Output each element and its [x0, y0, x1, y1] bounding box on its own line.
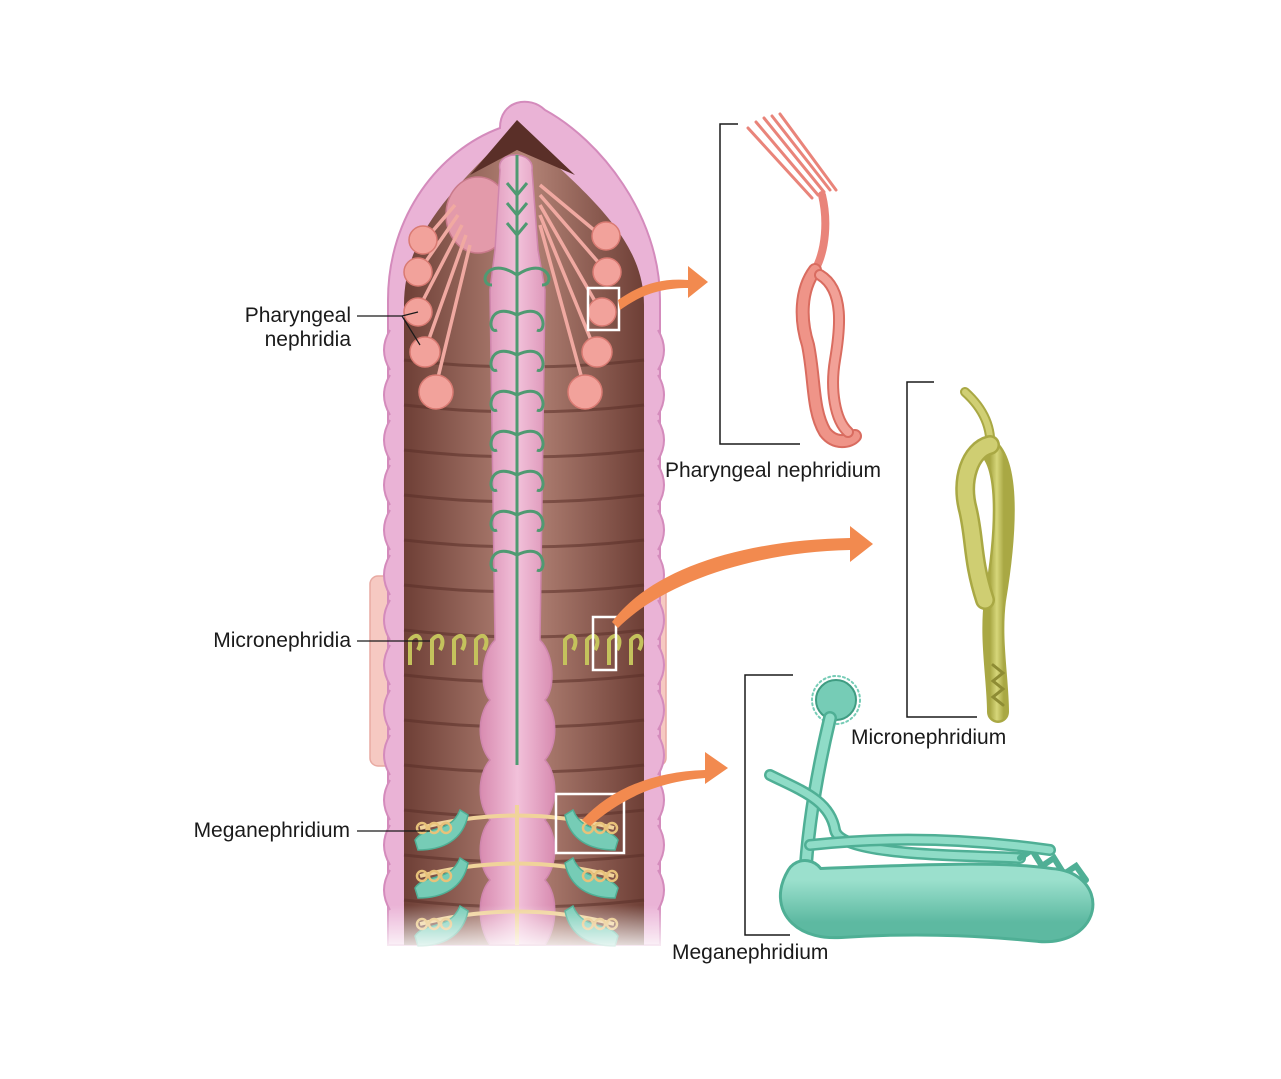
pharyngeal-arrow: [618, 266, 708, 310]
meganephridium-label: Meganephridium: [193, 819, 350, 842]
meganephridium-detail: [764, 675, 1095, 944]
dorsal-blood-vessel: [505, 155, 529, 765]
nephrostome: [815, 679, 857, 721]
meganephridium-detail-label: Meganephridium: [672, 941, 829, 964]
micronephridia-body: [408, 633, 644, 665]
pharyngeal-leader: [357, 311, 421, 346]
body-wall-segments: [383, 329, 665, 911]
meganephridium-arrow: [582, 752, 728, 826]
pharyngeal-nephridium-detail: [746, 112, 862, 449]
bottom-fade: [360, 905, 680, 955]
meganephridium-bracket: [744, 674, 793, 936]
highlight-boxes: [554, 286, 626, 855]
pharyngeal-bracket: [719, 123, 800, 445]
micronephridia-label: Micronephridia: [213, 629, 351, 652]
pharyngeal-nephridia-label-line2: nephridia: [264, 328, 351, 351]
lateral-vessels: [483, 266, 551, 572]
pharyngeal-nephridia-tubes: [416, 183, 607, 391]
pharyngeal-highlight-box: [586, 286, 621, 332]
worm-body: [360, 100, 680, 955]
micronephridium-detail: [955, 387, 1015, 723]
pharyngeal-nephridia-label-line1: Pharyngeal: [244, 304, 351, 327]
micronephridia-highlight-box: [591, 615, 618, 672]
pharyngeal-nephridium-detail-label: Pharyngeal nephridium: [665, 459, 881, 482]
pharyngeal-nephridia-label: Pharyngeal nephridia: [200, 304, 351, 352]
callout-arrows: [582, 266, 873, 826]
micronephridium-detail-label: Micronephridium: [851, 726, 1007, 749]
detail-brackets: [719, 123, 977, 936]
pharyngeal-nephridia-clusters: [403, 221, 622, 410]
leader-lines: [357, 311, 430, 832]
mouth: [470, 120, 575, 175]
meganephridium-highlight-box: [554, 792, 626, 855]
micronephridia-arrow: [612, 526, 873, 628]
micronephridium-bracket: [906, 381, 977, 718]
